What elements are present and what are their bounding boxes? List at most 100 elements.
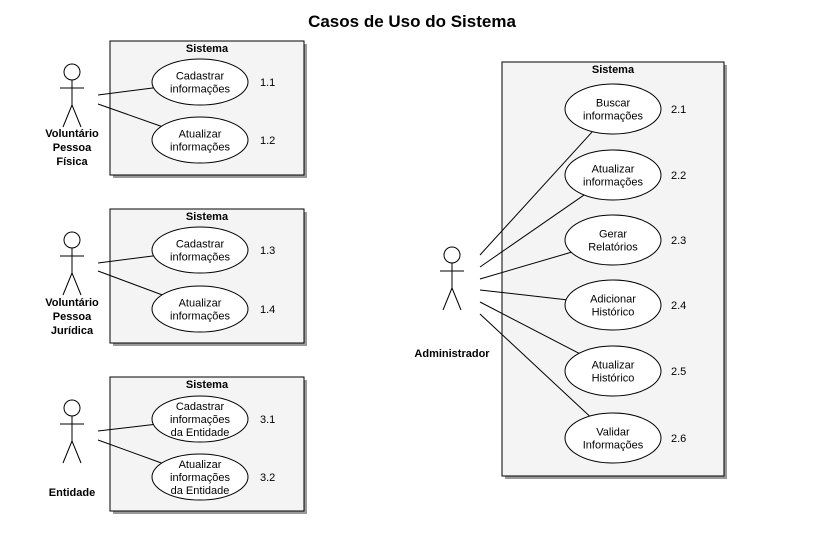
use-case-label-line: Validar bbox=[596, 427, 630, 439]
use-case-ellipse bbox=[564, 412, 662, 464]
actor-name: Entidade bbox=[49, 487, 95, 499]
use-case-number: 2.1 bbox=[671, 104, 686, 116]
use-case-number: 2.6 bbox=[671, 433, 686, 445]
association-line bbox=[97, 270, 163, 296]
use-case-label-line: Informações bbox=[583, 440, 644, 452]
use-case-label-line: Atualizar bbox=[179, 459, 222, 471]
actor-left-leg bbox=[62, 272, 73, 296]
use-case-label-line: Atualizar bbox=[592, 360, 635, 372]
actor-name: Administrador bbox=[414, 348, 490, 360]
actor-head bbox=[443, 246, 461, 264]
use-case-ellipse bbox=[564, 214, 662, 266]
association-line bbox=[97, 87, 154, 96]
actor-right-leg bbox=[71, 272, 82, 296]
use-case-number: 1.3 bbox=[260, 245, 275, 257]
use-case-label-line: Cadastrar bbox=[176, 71, 225, 83]
use-case-label-line: Atualizar bbox=[179, 298, 222, 310]
use-case-label-line: Buscar bbox=[596, 98, 631, 110]
use-case-label-line: informações bbox=[170, 472, 230, 484]
use-case-label-line: Cadastrar bbox=[176, 239, 225, 251]
actor-left-leg bbox=[62, 104, 73, 128]
actor-head bbox=[63, 231, 81, 249]
association-line bbox=[479, 289, 567, 301]
use-case-label-line: Cadastrar bbox=[176, 401, 225, 413]
use-case-label-line: da Entidade bbox=[171, 485, 230, 497]
use-case-number: 3.2 bbox=[260, 472, 275, 484]
use-case-ellipse bbox=[151, 226, 249, 274]
actor-right-leg bbox=[71, 104, 82, 128]
association-line bbox=[479, 301, 580, 354]
association-line bbox=[479, 251, 572, 280]
association-line bbox=[479, 313, 590, 417]
actor-right-leg bbox=[71, 440, 82, 464]
actor-left-leg bbox=[442, 287, 453, 311]
use-case-label-line: informações bbox=[170, 84, 230, 96]
use-case-label-line: Atualizar bbox=[179, 129, 222, 141]
diagram-title: Casos de Uso do Sistema bbox=[308, 12, 516, 31]
use-case-ellipse bbox=[564, 279, 662, 331]
association-line bbox=[97, 255, 154, 264]
use-case-label-line: Atualizar bbox=[592, 164, 635, 176]
use-case-number: 2.3 bbox=[671, 235, 686, 247]
actor-name-line: Pessoa bbox=[53, 311, 92, 323]
use-case-label-line: Histórico bbox=[592, 373, 635, 385]
association-line bbox=[479, 131, 593, 256]
use-case-label-line: Histórico bbox=[592, 307, 635, 319]
system-label: Sistema bbox=[186, 379, 229, 391]
use-case-ellipse bbox=[564, 149, 662, 201]
use-case-label-line: informações bbox=[583, 111, 643, 123]
use-case-ellipse bbox=[151, 58, 249, 106]
actor-right-leg bbox=[451, 287, 462, 311]
use-case-ellipse bbox=[151, 453, 249, 501]
association-line bbox=[97, 103, 162, 127]
association-line bbox=[97, 439, 162, 464]
actor-head bbox=[63, 399, 81, 417]
use-case-number: 2.2 bbox=[671, 170, 686, 182]
use-case-number: 1.4 bbox=[260, 304, 275, 316]
use-case-label-line: informações bbox=[170, 311, 230, 323]
actor-name-line: Física bbox=[56, 156, 88, 168]
use-case-label-line: informações bbox=[583, 177, 643, 189]
system-label: Sistema bbox=[592, 64, 635, 76]
use-case-number: 1.1 bbox=[260, 77, 275, 89]
use-case-label-line: informações bbox=[170, 414, 230, 426]
use-case-ellipse bbox=[151, 285, 249, 333]
use-case-ellipse bbox=[564, 83, 662, 135]
actor-name-line: Voluntário bbox=[45, 128, 99, 140]
use-case-ellipse bbox=[564, 345, 662, 397]
system-label: Sistema bbox=[186, 211, 229, 223]
use-case-label-line: Gerar bbox=[599, 229, 627, 241]
use-case-label-line: da Entidade bbox=[171, 427, 230, 439]
use-case-number: 1.2 bbox=[260, 135, 275, 147]
actor-name-line: Voluntário bbox=[45, 297, 99, 309]
use-case-label-line: informações bbox=[170, 142, 230, 154]
actor: Administrador bbox=[414, 246, 490, 360]
actor-name-line: Entidade bbox=[49, 487, 95, 499]
